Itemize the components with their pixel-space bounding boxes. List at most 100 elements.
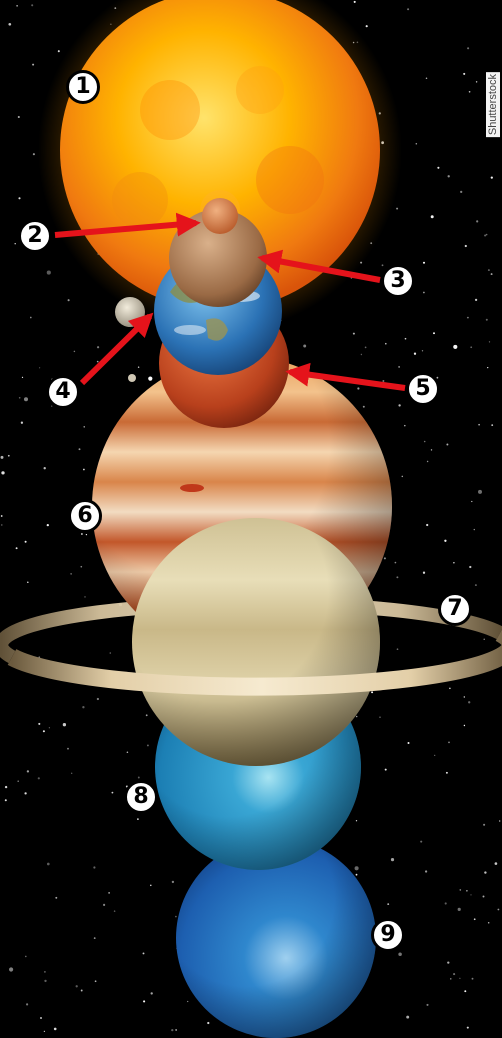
star	[488, 922, 490, 924]
star	[469, 566, 471, 568]
star	[365, 347, 367, 349]
star	[143, 1000, 145, 1002]
star	[354, 1, 356, 3]
star	[487, 367, 488, 368]
star	[9, 967, 13, 971]
star	[434, 755, 435, 756]
star	[172, 881, 174, 883]
star	[79, 448, 81, 450]
great-red-spot	[180, 484, 204, 492]
star	[356, 874, 358, 876]
star	[475, 299, 477, 301]
star	[47, 271, 51, 275]
star	[353, 333, 355, 335]
star	[499, 820, 500, 821]
star	[14, 243, 15, 244]
star	[357, 387, 359, 389]
star	[416, 143, 418, 145]
star	[484, 871, 486, 873]
star	[22, 377, 23, 378]
star	[478, 490, 482, 494]
star	[27, 582, 29, 584]
star	[446, 772, 448, 774]
star	[471, 501, 472, 502]
star	[398, 366, 400, 368]
star	[146, 714, 148, 716]
star	[44, 971, 46, 973]
star	[433, 332, 435, 334]
star	[437, 167, 439, 169]
label-3-venus: 3	[381, 264, 415, 298]
star	[404, 425, 406, 427]
star	[82, 706, 84, 708]
star	[448, 175, 450, 177]
star	[463, 73, 465, 75]
star	[491, 424, 493, 426]
star	[24, 792, 26, 794]
star	[39, 367, 40, 368]
star	[478, 424, 480, 426]
star	[366, 25, 368, 27]
star	[458, 908, 461, 911]
star	[474, 918, 476, 920]
star	[426, 524, 428, 526]
star	[382, 380, 384, 382]
star	[464, 696, 465, 697]
star	[97, 346, 99, 348]
star	[47, 863, 50, 866]
star	[81, 990, 83, 992]
star	[1, 471, 4, 474]
star	[40, 1017, 42, 1019]
star	[24, 397, 28, 401]
star	[8, 455, 10, 457]
star	[355, 866, 359, 870]
star	[175, 1029, 176, 1030]
star	[25, 541, 27, 543]
star	[379, 716, 381, 718]
star	[137, 818, 139, 820]
star	[44, 980, 46, 982]
label-6-jupiter: 6	[68, 499, 102, 533]
star	[464, 725, 465, 726]
star	[495, 862, 498, 865]
star	[148, 377, 152, 381]
star	[497, 909, 499, 911]
star	[486, 319, 488, 321]
star	[1, 456, 4, 459]
star	[484, 639, 485, 640]
star	[397, 648, 399, 650]
star	[138, 366, 139, 367]
label-5-mars: 5	[406, 372, 440, 406]
star	[63, 723, 66, 726]
star	[467, 1027, 469, 1029]
star	[391, 858, 394, 861]
star	[32, 64, 34, 66]
star	[27, 770, 29, 772]
star	[491, 273, 493, 275]
star	[420, 841, 422, 843]
label-9-neptune: 9	[371, 918, 405, 952]
star	[5, 786, 7, 788]
star	[187, 1001, 188, 1002]
star	[398, 953, 402, 957]
star	[483, 824, 485, 826]
star	[476, 81, 477, 82]
star	[17, 780, 19, 782]
star	[43, 730, 45, 732]
star	[80, 566, 82, 568]
label-4-earth: 4	[46, 375, 80, 409]
star	[1, 524, 2, 525]
star	[25, 956, 27, 958]
star	[459, 978, 460, 979]
watermark: Shutterstock	[486, 72, 500, 137]
star	[54, 1028, 57, 1031]
star	[423, 262, 425, 264]
star	[385, 343, 387, 345]
star	[423, 572, 425, 574]
star	[356, 820, 357, 821]
star	[424, 441, 426, 443]
star	[47, 524, 49, 526]
star	[466, 890, 468, 892]
star	[431, 449, 432, 450]
